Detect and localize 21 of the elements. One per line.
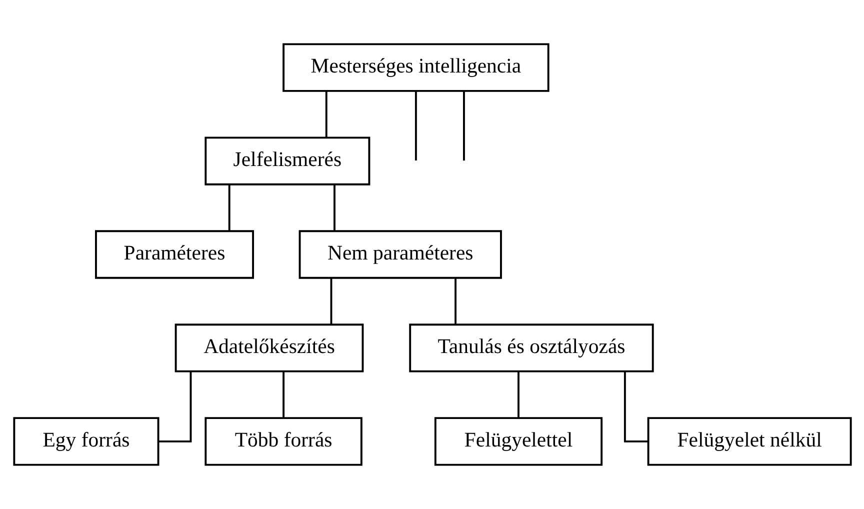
node-box: Felügyelettel — [434, 417, 602, 466]
connector — [454, 278, 456, 324]
node-box: Egy forrás — [12, 417, 159, 466]
node-box: Tanulás és osztályozás — [408, 324, 654, 372]
connector — [282, 372, 284, 418]
node-box: Adatelőkészítés — [174, 324, 364, 372]
connector — [228, 184, 230, 231]
node-box: Felügyelet nélkül — [646, 417, 852, 466]
node-box: Több forrás — [204, 417, 362, 466]
connector — [333, 184, 335, 231]
connector — [158, 372, 192, 442]
node-box: Nem paraméteres — [298, 230, 502, 279]
connector — [517, 372, 519, 418]
node-box: Mesterséges intelligencia — [282, 43, 549, 92]
node-box: Jelfelismerés — [204, 136, 370, 186]
connector — [324, 91, 327, 138]
connector — [462, 91, 464, 161]
connector — [414, 91, 416, 161]
connector — [330, 278, 332, 324]
connector — [623, 372, 648, 442]
node-box: Paraméteres — [94, 230, 254, 279]
